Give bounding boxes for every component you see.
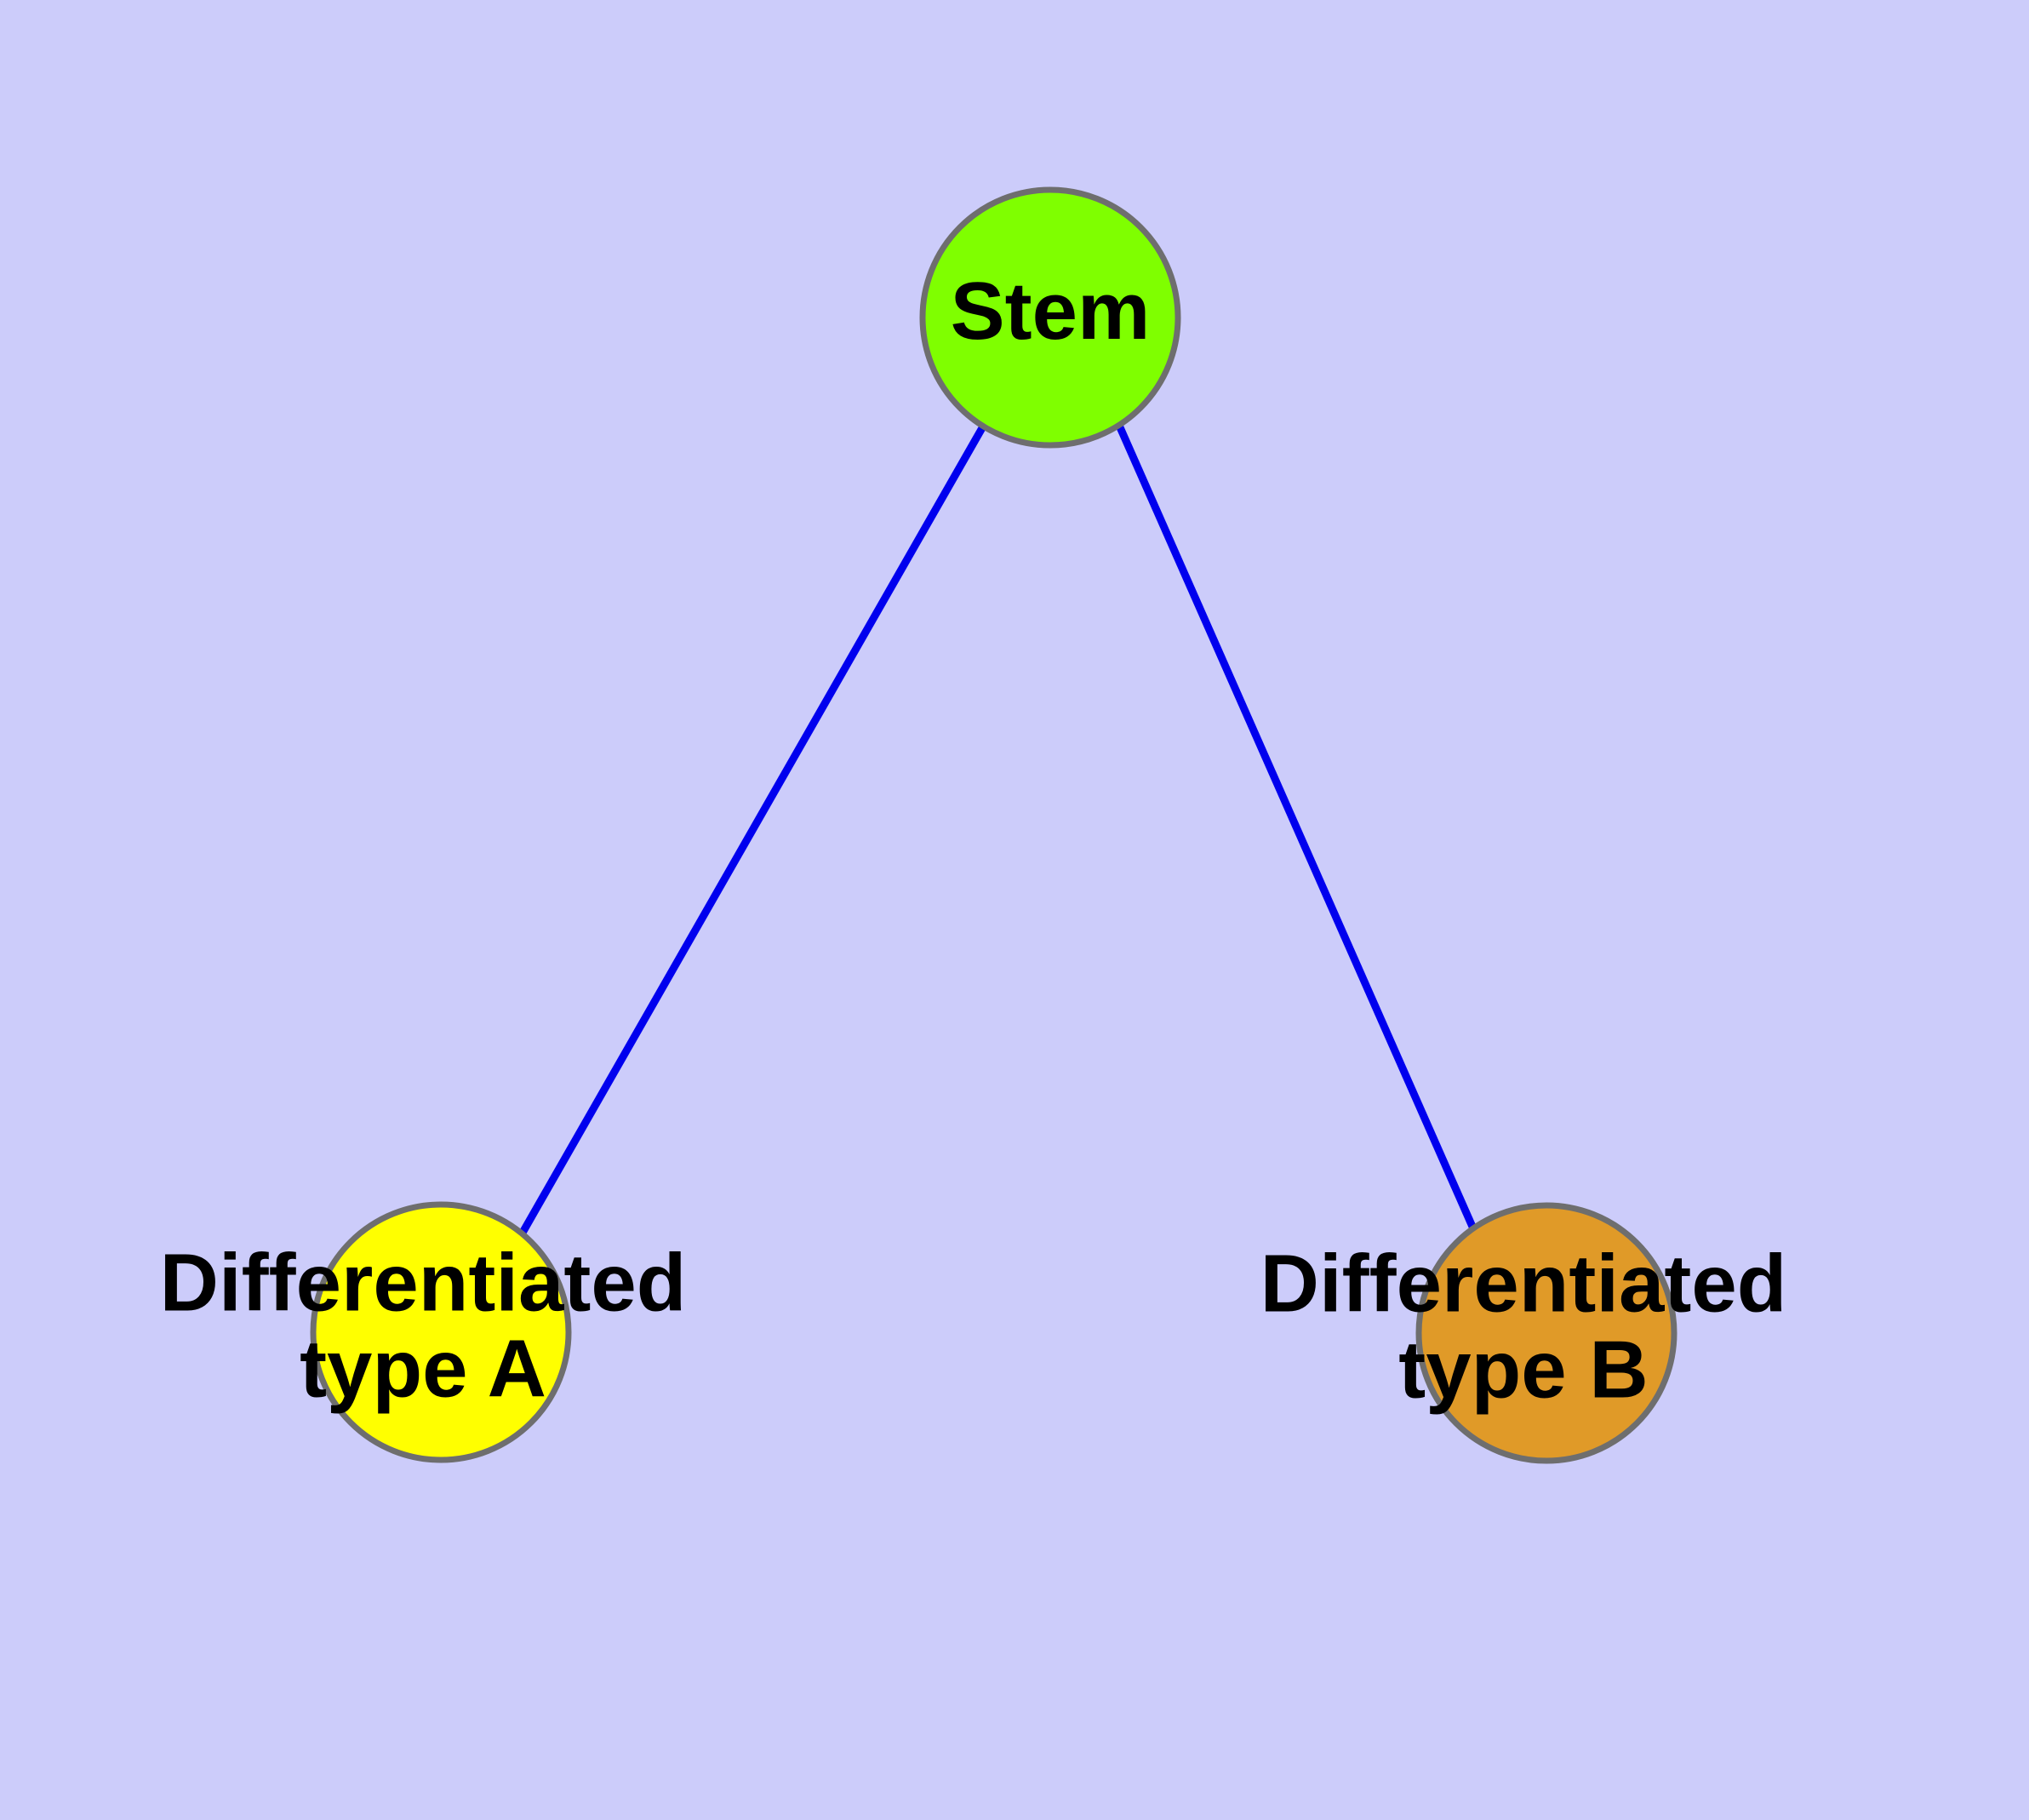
label-line: Differentiated [1260, 1239, 1787, 1330]
edge-stem-to-differentiated-type-b[interactable] [1116, 426, 1480, 1236]
label-line: Stem [951, 266, 1151, 357]
node-differentiated-type-b[interactable] [1415, 1202, 1677, 1464]
node-stem-circle[interactable] [919, 186, 1181, 449]
node-stem[interactable] [919, 186, 1181, 449]
label-line: type B [1398, 1325, 1648, 1416]
node-differentiated-type-a-circle[interactable] [310, 1201, 572, 1463]
label-line: Differentiated [160, 1238, 687, 1329]
edge-stem-to-differentiated-type-a[interactable] [519, 424, 986, 1235]
node-differentiated-type-a[interactable] [310, 1201, 572, 1463]
node-differentiated-type-b-circle[interactable] [1415, 1202, 1677, 1464]
label-line: type A [300, 1324, 546, 1415]
node-layer [310, 186, 1677, 1464]
edge-layer [519, 424, 1480, 1236]
node-stem-label: Stem [951, 266, 1151, 357]
